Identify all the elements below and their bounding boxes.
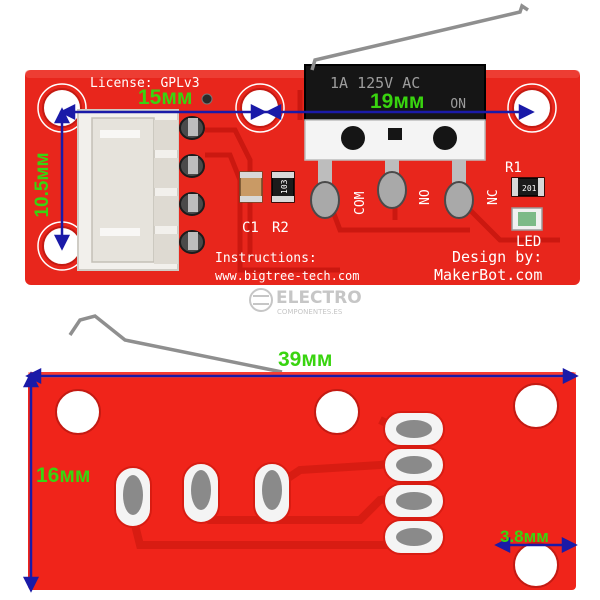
- dim-label-10-5mm: 10.5мм: [32, 152, 53, 217]
- connector-pins: [179, 116, 205, 254]
- bottom-switch-lever: [68, 314, 283, 374]
- label-com: COM: [353, 191, 368, 215]
- design-by-value: MakerBot.com: [434, 266, 542, 284]
- watermark-sub: COMPONENTES.ES: [277, 308, 343, 316]
- bottom-dimension-lines: [22, 367, 579, 593]
- label-nc: NC: [486, 189, 501, 205]
- mounting-hole-right: [512, 88, 552, 128]
- top-pcb-board: 103 1A 125V AC NO 201: [25, 3, 580, 285]
- led: [511, 207, 543, 231]
- switch-terminals: [310, 160, 474, 219]
- bottom-pcb-board: 39мм 16мм 3.8мм: [22, 314, 579, 593]
- license-text: License: GPLv3: [90, 76, 200, 91]
- bottom-hole-left: [55, 389, 101, 435]
- dim-label-15mm: 15мм: [138, 86, 192, 109]
- design-by-label: Design by:: [452, 248, 542, 266]
- label-r1: R1: [505, 160, 522, 176]
- bottom-hole-right-bottom: [513, 542, 559, 588]
- solder-pads-switch: [114, 462, 291, 528]
- watermark: ELECTRO COMPONENTES.ES: [249, 288, 362, 316]
- instructions-url: www.bigtree-tech.com: [215, 269, 360, 283]
- instructions-label: Instructions:: [215, 251, 317, 266]
- switch-no-marking: NO: [450, 94, 466, 109]
- solder-pads-connector: [383, 411, 445, 555]
- dim-label-16mm: 16мм: [36, 464, 90, 487]
- r1-code: 201: [522, 184, 537, 193]
- label-r2: R2: [272, 220, 289, 236]
- watermark-logo-icon: [249, 288, 273, 312]
- label-led: LED: [516, 234, 541, 250]
- dim-label-19mm: 19мм: [370, 90, 424, 113]
- switch-lever: [310, 3, 529, 71]
- dim-label-3-8mm: 3.8мм: [500, 527, 549, 546]
- watermark-brand: ELECTRO: [276, 288, 362, 308]
- top-dimension-lines: [53, 103, 535, 251]
- switch-rating-marking: 1A 125V AC: [330, 74, 420, 92]
- r2-code: 103: [280, 179, 289, 194]
- label-no: NO: [418, 189, 433, 205]
- bottom-hole-mid: [314, 389, 360, 435]
- jst-connector: [77, 109, 179, 271]
- bottom-pcb-body: [28, 372, 576, 590]
- bottom-hole-right-top: [513, 383, 559, 429]
- dim-label-39mm: 39мм: [278, 348, 332, 371]
- label-c1: C1: [242, 220, 259, 236]
